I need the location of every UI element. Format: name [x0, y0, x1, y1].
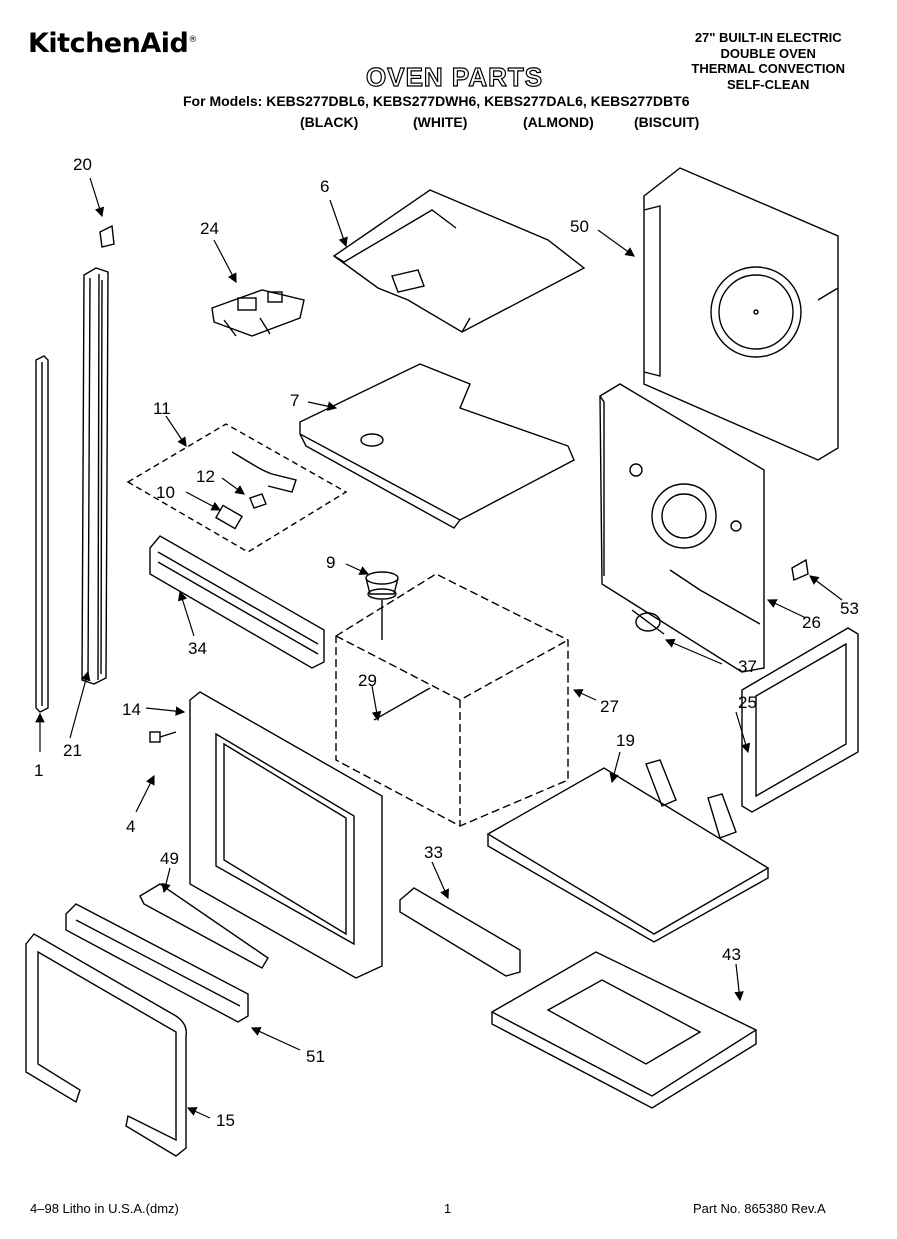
product-line: DOUBLE OVEN: [720, 45, 816, 61]
label-part-20: 20: [73, 155, 92, 174]
product-line: SELF-CLEAN: [727, 76, 810, 92]
part-29-rod: [373, 687, 431, 721]
label-part-6: 6: [320, 177, 329, 196]
label-part-29: 29: [358, 671, 377, 690]
part-4-screw: [149, 731, 177, 743]
leader-arrows: [35, 177, 843, 1119]
part-14-front-frame: [189, 691, 383, 979]
label-part-50: 50: [570, 217, 589, 236]
part-51-door-strip: [65, 903, 249, 1023]
label-part-15: 15: [216, 1111, 235, 1130]
part-12-component: [249, 493, 267, 509]
label-part-51: 51: [306, 1047, 325, 1066]
footer-page-number: 1: [444, 1201, 452, 1216]
label-part-34: 34: [188, 639, 207, 658]
label-part-9: 9: [326, 553, 335, 572]
label-part-21: 21: [63, 741, 82, 760]
part-7-liner-plate: [299, 363, 575, 529]
label-part-19: 19: [616, 731, 635, 750]
label-part-12: 12: [196, 467, 215, 486]
product-line: THERMAL CONVECTION: [691, 61, 845, 76]
label-part-1: 1: [34, 761, 43, 780]
part-1-side-rail: [35, 355, 49, 713]
label-part-14: 14: [122, 700, 141, 719]
part-11-kit-outline: [126, 423, 348, 553]
part-34-vent-strip: [149, 535, 325, 669]
part-20-cap: [99, 224, 115, 248]
label-part-49: 49: [160, 849, 179, 868]
part-25-side-frame: [741, 627, 859, 813]
color-white: (WHITE): [413, 114, 468, 130]
part-49-bracket: [139, 883, 269, 969]
part-10-component: [215, 504, 243, 530]
label-part-7: 7: [290, 391, 299, 410]
part-9-motor: [365, 571, 399, 640]
label-part-37: 37: [738, 657, 757, 676]
part-33-bracket: [399, 887, 521, 977]
brand-logo: KitchenAid®: [28, 28, 197, 59]
label-part-10: 10: [156, 483, 175, 502]
part-19-bottom-panel: [486, 759, 770, 943]
label-part-24: 24: [200, 219, 219, 238]
color-almond: (ALMOND): [523, 114, 594, 130]
part-50-rear-panel: [643, 167, 839, 461]
part-43-bottom-tray: [490, 951, 758, 1109]
label-part-11: 11: [153, 399, 171, 418]
page-title: OVEN PARTS: [365, 61, 544, 92]
label-part-53: 53: [840, 599, 859, 618]
part-6-top-shield: [332, 189, 586, 333]
label-part-43: 43: [722, 945, 741, 964]
kit-wire-harness: [231, 451, 297, 493]
label-part-27: 27: [600, 697, 619, 716]
part-24-switch: [211, 289, 305, 337]
product-line: 27" BUILT-IN ELECTRIC: [694, 30, 842, 45]
part-53-clip: [791, 558, 809, 581]
models-label: For Models: KEBS277DBL6, KEBS277DWH6, KE…: [183, 93, 690, 109]
label-part-25: 25: [738, 693, 757, 712]
label-part-33: 33: [424, 843, 443, 862]
part-26-convection-panel: [599, 383, 765, 673]
part-37-thermostat: [631, 609, 665, 635]
footer-litho: 4–98 Litho in U.S.A.(dmz): [30, 1201, 179, 1216]
product-description: 27" BUILT-IN ELECTRIC DOUBLE OVEN THERMA…: [691, 30, 845, 92]
label-part-26: 26: [802, 613, 821, 632]
footer-part-number: Part No. 865380 Rev.A: [693, 1201, 826, 1216]
part-15-gasket: [25, 933, 187, 1157]
color-black: (BLACK): [300, 114, 359, 130]
color-biscuit: (BISCUIT): [634, 114, 700, 130]
part-21-trim-strip: [81, 267, 109, 685]
part-27-oven-cavity: [335, 573, 569, 827]
label-part-4: 4: [126, 817, 135, 836]
